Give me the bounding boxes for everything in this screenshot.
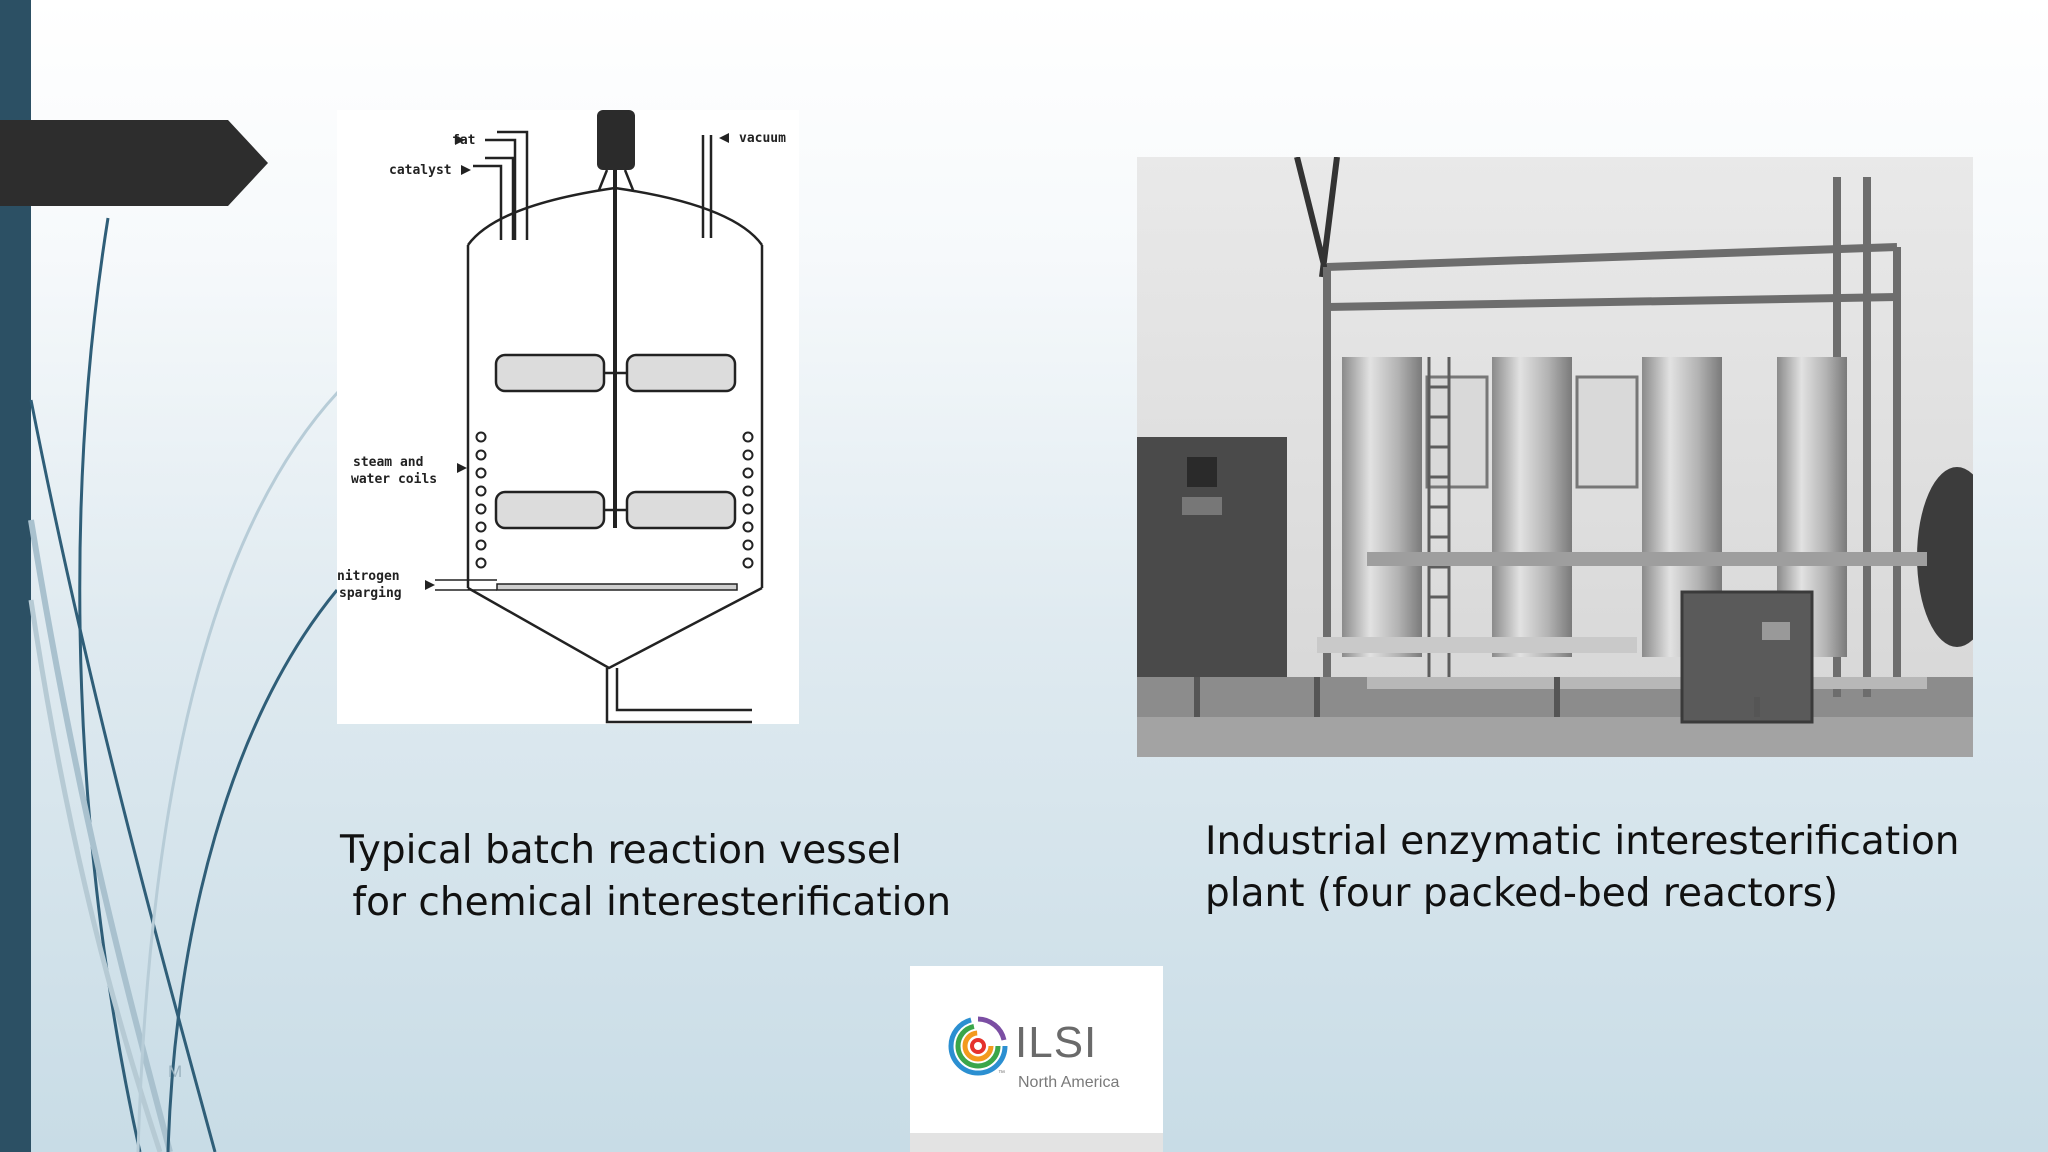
caption-right-line1: Industrial enzymatic interesterification [1205, 819, 1960, 864]
batch-vessel-diagram: fat catalyst vacuum steam and water coil… [337, 110, 799, 724]
logo-region: North America [1018, 1074, 1120, 1091]
enzymatic-plant-photo [1137, 156, 1997, 757]
label-vacuum: vacuum [739, 131, 786, 146]
caption-enzymatic-plant: Industrial enzymatic interesterification… [1205, 816, 1960, 920]
title-arrow-tab [0, 120, 268, 206]
ilsi-rings-icon [948, 1016, 1008, 1076]
logo-bottom-strip [910, 1133, 1163, 1152]
logo-trademark: ™ [998, 1070, 1005, 1077]
label-steam-line1: steam and [353, 455, 423, 470]
caption-left-line2: for chemical interesterification [340, 880, 952, 925]
label-nitrogen-line1: nitrogen [337, 569, 400, 584]
caption-left-line1: Typical batch reaction vessel [340, 828, 902, 873]
caption-batch-vessel: Typical batch reaction vessel for chemic… [340, 825, 951, 929]
label-steam-line2: water coils [351, 472, 437, 487]
label-catalyst: catalyst [389, 163, 452, 178]
label-nitrogen-line2: sparging [339, 586, 402, 601]
label-fat: fat [452, 133, 475, 148]
logo-name: ILSI [1015, 1018, 1098, 1067]
caption-right-line2: plant (four packed-bed reactors) [1205, 871, 1839, 916]
slide-number: M [168, 1062, 183, 1081]
decorative-curves [28, 217, 340, 1152]
